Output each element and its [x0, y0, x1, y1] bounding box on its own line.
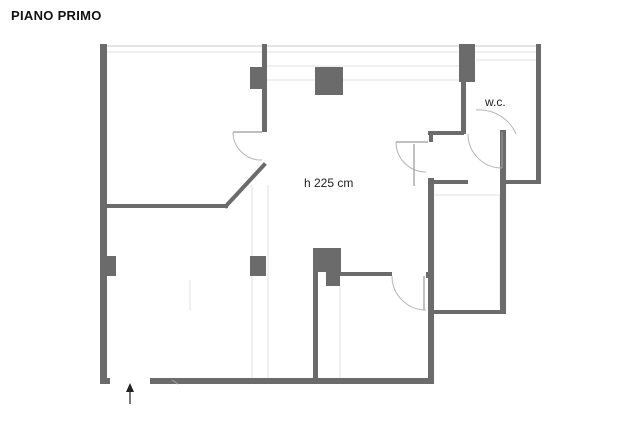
wc-pillar: [459, 44, 475, 82]
door-arc-wc: [467, 133, 503, 169]
wall-right-notch: [426, 272, 434, 278]
stair-block-lower: [326, 272, 340, 286]
wall-left: [100, 44, 107, 384]
wall-right-lower: [428, 178, 434, 384]
wall-stair-left: [313, 272, 318, 382]
door-arc-lower: [391, 275, 427, 311]
stair-block: [313, 248, 341, 272]
pillar-middle: [250, 256, 266, 276]
door-arc-center: [395, 141, 427, 173]
pillar-upper: [250, 67, 266, 89]
floor-title: PIANO PRIMO: [11, 8, 102, 23]
wall-right-exterior: [536, 44, 541, 184]
entrance-arrow: [126, 383, 134, 404]
walls: [100, 44, 541, 384]
pillar-left: [106, 256, 116, 276]
chimney: [315, 67, 343, 95]
wc-wall-left: [461, 82, 466, 134]
door-arc-top-right: [475, 109, 517, 135]
wall-diagonal-slope: [223, 162, 267, 209]
wall-closet-right: [500, 130, 506, 314]
door-arc-upper-left: [232, 131, 263, 161]
doors: [171, 109, 517, 385]
wc-label: w.c.: [484, 95, 506, 109]
wall-bottom: [150, 378, 433, 384]
height-label: h 225 cm: [304, 176, 353, 190]
wall-bottom-stub: [100, 378, 110, 384]
